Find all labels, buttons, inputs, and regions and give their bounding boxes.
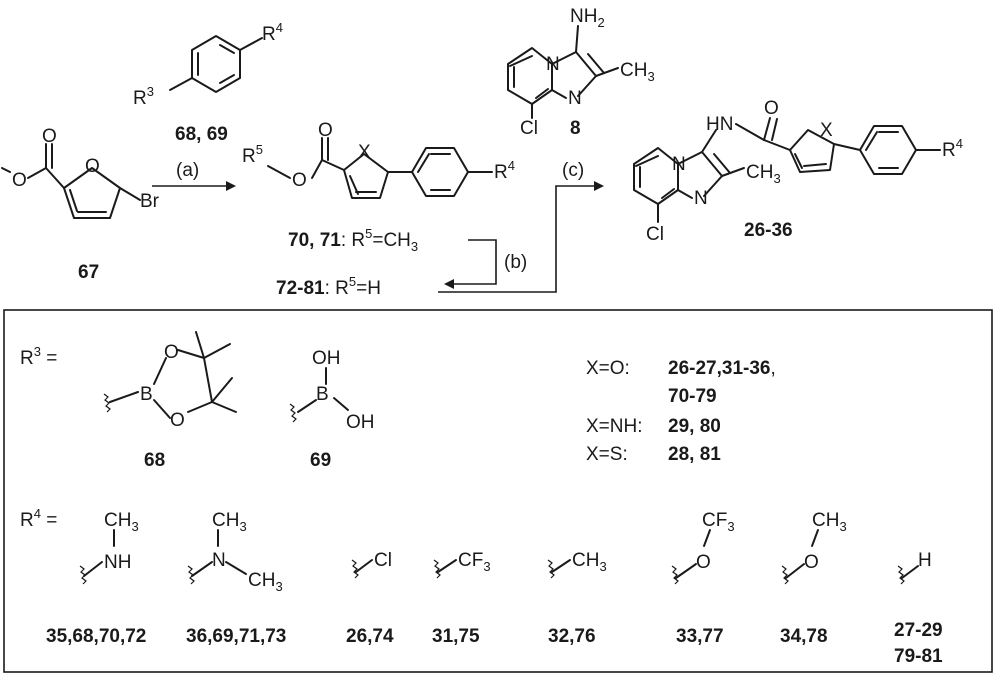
x-def-label: X=NH: xyxy=(586,416,643,437)
atom-o: O xyxy=(85,156,100,177)
atom-o: O xyxy=(164,342,179,363)
compound-67-label: 67 xyxy=(78,262,99,283)
atom-o: O xyxy=(318,120,333,141)
atom-x: X xyxy=(358,142,371,163)
atom-h: H xyxy=(918,550,932,571)
r4-chloro: Cl 26,74 xyxy=(346,550,394,647)
r4-dimethylamino: N CH3 CH3 36,69,71,73 xyxy=(186,510,286,647)
r3-boronic-acid: B OH OH 69 xyxy=(289,348,375,471)
atom-o: O xyxy=(764,98,779,119)
compound-72-81-label: 72-81: R5=H xyxy=(276,274,381,299)
step-b-label: (b) xyxy=(504,252,527,273)
legend-r4-label: 27-29 xyxy=(894,620,943,641)
atom-ch3: CH3 xyxy=(812,510,847,534)
atom-n: N xyxy=(212,550,226,571)
x-def-values: 29, 80 xyxy=(668,416,721,437)
step-c-arrow: (c) xyxy=(438,160,604,293)
compound-8-label: 8 xyxy=(570,118,581,139)
compound-67-structure: O O O Br 67 xyxy=(1,126,160,283)
atom-cl: Cl xyxy=(374,550,392,571)
atom-o: O xyxy=(804,552,819,573)
atom-ch3: CH3 xyxy=(248,570,283,594)
atom-cl: Cl xyxy=(520,118,538,139)
atom-b: B xyxy=(316,384,329,405)
x-def-values: 26-27,31-36, xyxy=(668,358,776,379)
atom-ch3: CH3 xyxy=(746,162,781,186)
r4-methyl: CH3 32,76 xyxy=(547,550,607,647)
r3-header: R3 = xyxy=(20,344,57,369)
legend-r4-label: 79-81 xyxy=(894,646,943,667)
legend-r3-68-label: 68 xyxy=(144,450,165,471)
x-def-values: 28, 81 xyxy=(668,444,721,465)
r3-substituent: R3 xyxy=(133,84,154,109)
compound-70-71-label: 70, 71: R5=CH3 xyxy=(288,226,418,254)
r5-group: R5 xyxy=(242,142,263,167)
r4-trifluoromethyl: CF3 31,75 xyxy=(432,550,491,647)
r4-methylamino: NH CH3 35,68,70,72 xyxy=(46,510,146,647)
compound-26-36-label: 26-36 xyxy=(744,220,793,241)
x-definitions: X=O: 26-27,31-36, 70-79 X=NH: 29, 80 X=S… xyxy=(586,358,776,465)
compound-68-69-structure: R4 R3 68, 69 xyxy=(133,20,283,145)
step-a-label: (a) xyxy=(176,160,199,181)
atom-x: X xyxy=(820,120,833,141)
legend-box xyxy=(3,309,993,673)
atom-n: N xyxy=(672,154,686,175)
r4-substituent: R4 xyxy=(262,20,283,45)
x-def-label: X=S: xyxy=(586,444,628,465)
atom-o: O xyxy=(292,170,307,191)
atom-br: Br xyxy=(140,191,160,212)
atom-ch3: CH3 xyxy=(104,510,139,534)
r4-substituent: R4 xyxy=(494,158,515,183)
legend-r4-label: 36,69,71,73 xyxy=(186,626,286,647)
step-c-label: (c) xyxy=(562,160,584,181)
atom-ch3: CH3 xyxy=(572,550,607,574)
atom-hn: HN xyxy=(706,114,733,135)
compound-70-81-structure: R5 O O X R4 70, 71: R5=CH3 72-81: R5=H xyxy=(242,120,515,299)
legend-r4-label: 35,68,70,72 xyxy=(46,626,146,647)
atom-cl: Cl xyxy=(646,224,664,245)
legend-r3-69-label: 69 xyxy=(310,450,331,471)
atom-oh: OH xyxy=(312,348,341,369)
atom-n: N xyxy=(546,54,560,75)
step-a-arrow: (a) xyxy=(152,160,236,191)
legend-r4-label: 26,74 xyxy=(346,626,394,647)
r4-hydrogen: H 27-29 79-81 xyxy=(894,550,943,667)
compound-68-69-label: 68, 69 xyxy=(175,124,228,145)
atom-oh: OH xyxy=(346,412,375,433)
atom-o: O xyxy=(170,410,185,431)
atom-b: B xyxy=(140,384,153,405)
atom-n: N xyxy=(694,188,708,209)
r4-substituent: R4 xyxy=(942,136,963,161)
atom-nh: NH xyxy=(104,552,131,573)
compound-26-36-structure: HN O X N N CH3 Cl R4 26-36 xyxy=(633,98,963,245)
r4-header: R4 = xyxy=(20,506,57,531)
r4-trifluoromethoxy: O CF3 33,77 xyxy=(671,510,735,647)
legend-r4-label: 34,78 xyxy=(780,626,828,647)
r3-pinacol-boronate: B O O 68 xyxy=(103,331,237,471)
step-b-arrow: (b) xyxy=(444,239,527,289)
atom-o: O xyxy=(42,126,57,147)
atom-ch3: CH3 xyxy=(620,60,655,84)
legend-r4-label: 31,75 xyxy=(432,626,480,647)
compound-8-structure: NH2 N N CH3 Cl 8 xyxy=(507,6,655,139)
r4-methoxy: O CH3 34,78 xyxy=(780,510,847,647)
atom-cf3: CF3 xyxy=(458,550,491,574)
x-def-label: X=O: xyxy=(586,358,630,379)
atom-o: O xyxy=(12,170,27,191)
atom-nh2: NH2 xyxy=(570,6,605,30)
legend-r4-label: 33,77 xyxy=(676,626,724,647)
atom-ch3: CH3 xyxy=(212,510,247,534)
legend-r4-label: 32,76 xyxy=(548,626,596,647)
atom-cf3: CF3 xyxy=(702,510,735,534)
x-def-values: 70-79 xyxy=(668,386,717,407)
atom-n: N xyxy=(568,88,582,109)
atom-o: O xyxy=(696,552,711,573)
